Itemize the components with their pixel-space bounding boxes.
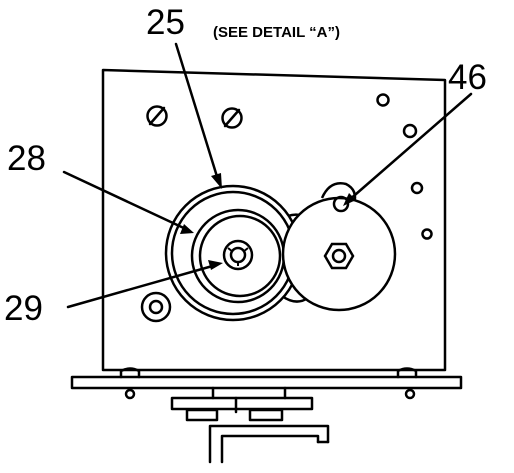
shaft-bracket <box>170 386 330 464</box>
leader-arrowheads <box>180 173 356 270</box>
motor-disc <box>281 196 397 312</box>
mounting-hole <box>421 228 433 240</box>
hex-nut-bore <box>331 248 347 264</box>
slotted-screw-left <box>146 105 168 127</box>
arrow-29 <box>208 260 223 270</box>
callout-28: 28 <box>7 139 46 178</box>
base-flange <box>70 375 463 390</box>
arrow-46 <box>343 193 356 206</box>
motor-assembly <box>281 182 397 312</box>
boss-inner <box>148 299 164 315</box>
flange-rivet-right <box>404 388 416 400</box>
detail-note: (SEE DETAIL “A”) <box>213 24 340 41</box>
slotted-screw-right <box>221 107 243 129</box>
leader-29 <box>66 263 218 309</box>
mounting-plate <box>101 68 447 372</box>
flange-screw-left <box>119 367 141 379</box>
flange-screw-right <box>396 367 418 379</box>
hub-collar <box>222 239 254 271</box>
mounting-hole <box>376 93 390 107</box>
mounting-hole <box>402 123 418 139</box>
arrow-25 <box>211 173 222 189</box>
leader-28 <box>62 170 190 232</box>
callout-46: 46 <box>448 58 487 97</box>
leader-25 <box>174 42 221 185</box>
boss-outer <box>140 291 172 323</box>
mounting-hole <box>410 181 424 195</box>
e-clip <box>227 247 249 266</box>
arrow-28 <box>180 224 194 234</box>
leader-lines <box>62 42 473 309</box>
motor-pivot <box>332 195 350 213</box>
callout-25: 25 <box>146 3 185 42</box>
leader-46 <box>346 92 473 203</box>
hex-nut <box>323 242 355 270</box>
pulley-hub-face <box>198 214 282 298</box>
flange-rivet-left <box>124 388 136 400</box>
callout-29: 29 <box>4 289 43 328</box>
pulley-assembly <box>164 184 302 322</box>
